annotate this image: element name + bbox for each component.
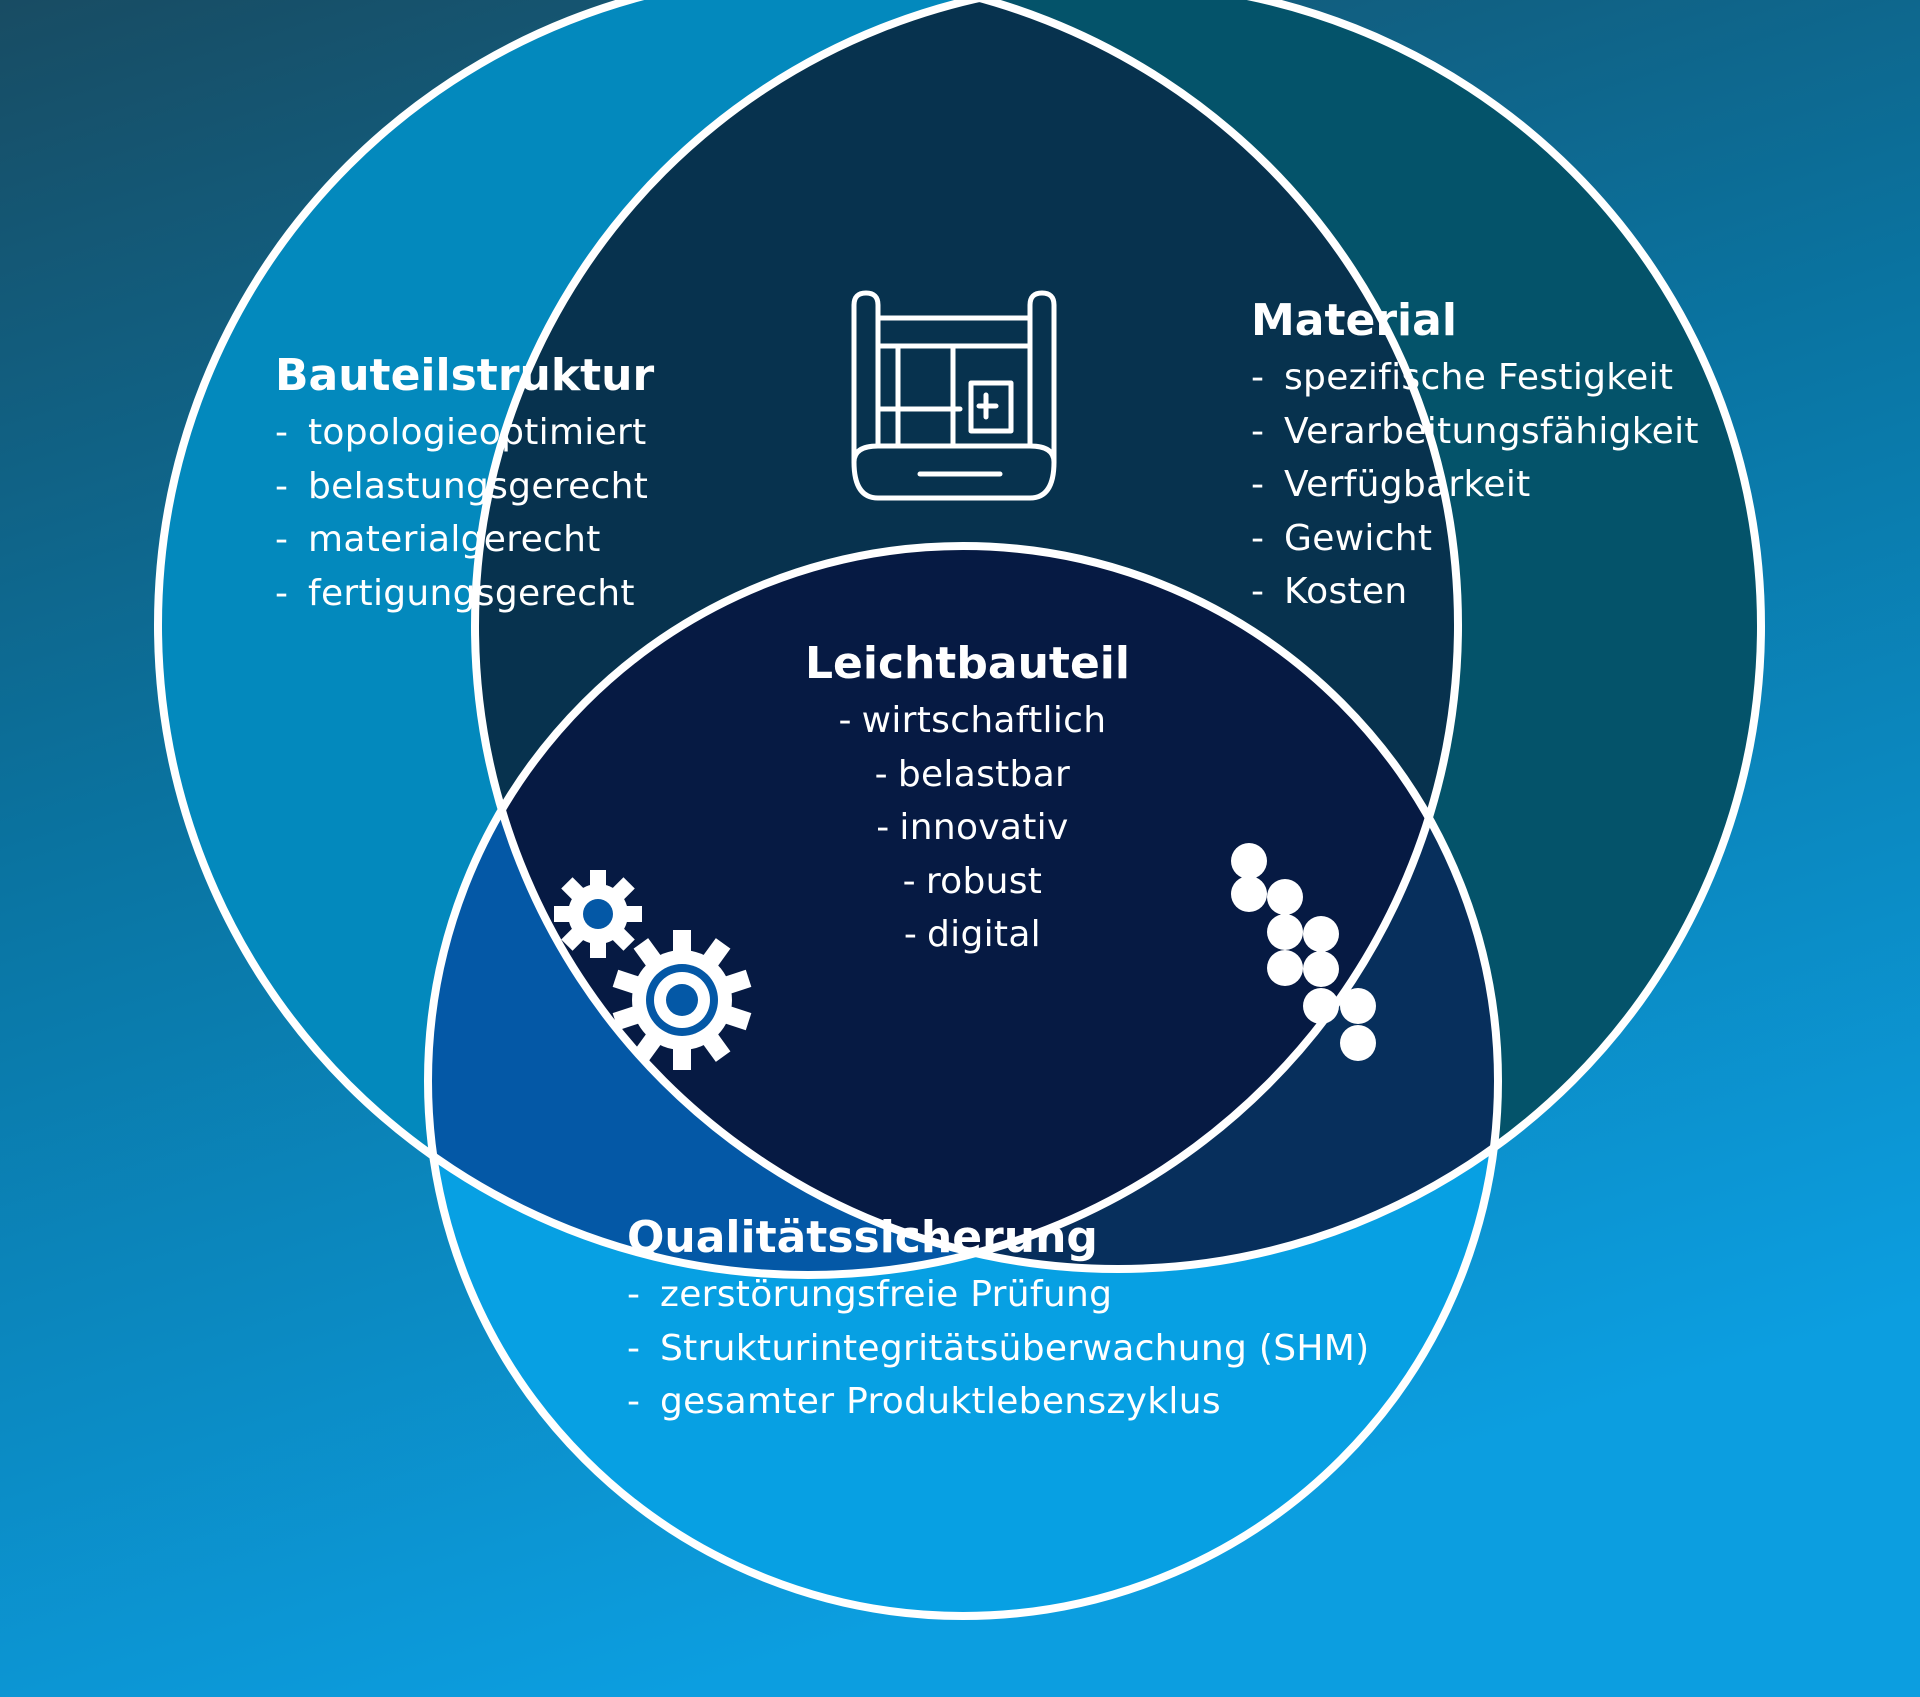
- list-item: -wirtschaftlich: [838, 700, 1107, 741]
- list-item: -Strukturintegritätsüberwachung (SHM): [627, 1327, 1370, 1369]
- blueprint-icon: [851, 290, 1057, 501]
- bauteilstruktur-block: Bauteilstruktur -topologieoptimiert -bel…: [275, 348, 654, 620]
- list-item: -innovativ: [876, 807, 1069, 848]
- material-list: -spezifische Festigkeit -Verarbeitungsfä…: [1251, 351, 1699, 619]
- outline-qualitaetssicherung: [424, 542, 1502, 1620]
- list-item: -fertigungsgerecht: [275, 572, 635, 614]
- list-item: -Verarbeitungsfähigkeit: [1251, 410, 1699, 452]
- list-item: -belastungsgerecht: [275, 465, 649, 507]
- bauteilstruktur-list: -topologieoptimiert -belastungsgerecht -…: [275, 406, 654, 620]
- list-item: -materialgerecht: [275, 519, 601, 560]
- list-item: -gesamter Produktlebenszyklus: [627, 1381, 1221, 1422]
- outline-material: [471, 0, 1765, 1273]
- overlap-center: [475, 546, 1458, 1269]
- list-item: -Verfügbarkeit: [1251, 464, 1531, 505]
- list-item: -robust: [902, 860, 1043, 902]
- leichtbauteil-title: Leichtbauteil: [805, 638, 1130, 689]
- list-item: -digital: [903, 914, 1041, 955]
- list-item: -Kosten: [1251, 571, 1408, 612]
- material-block: Material -spezifische Festigkeit -Verarb…: [1251, 293, 1699, 619]
- leichtbauteil-list: -wirtschaftlich -belastbar -innovativ -r…: [770, 694, 1165, 962]
- leichtbauteil-block: Leichtbauteil -wirtschaftlich -belastbar…: [770, 636, 1165, 962]
- qualitaetssicherung-list: -zerstörungsfreie Prüfung -Strukturinteg…: [627, 1268, 1369, 1429]
- list-item: -topologieoptimiert: [275, 412, 647, 453]
- list-item: -zerstörungsfreie Prüfung: [627, 1274, 1113, 1315]
- qualitaetssicherung-block: Qualitätssicherung -zerstörungsfreie Prü…: [627, 1210, 1369, 1429]
- qualitaetssicherung-title: Qualitätssicherung: [627, 1212, 1098, 1263]
- list-item: -belastbar: [874, 753, 1071, 795]
- molecule-chain-icon: [1231, 843, 1376, 1061]
- bauteilstruktur-title: Bauteilstruktur: [275, 350, 655, 401]
- list-item: -spezifische Festigkeit: [1251, 357, 1674, 398]
- gears-icon: [554, 870, 752, 1070]
- list-item: -Gewicht: [1251, 517, 1433, 559]
- material-title: Material: [1251, 295, 1457, 346]
- outline-bauteilstruktur: [154, 0, 1462, 1279]
